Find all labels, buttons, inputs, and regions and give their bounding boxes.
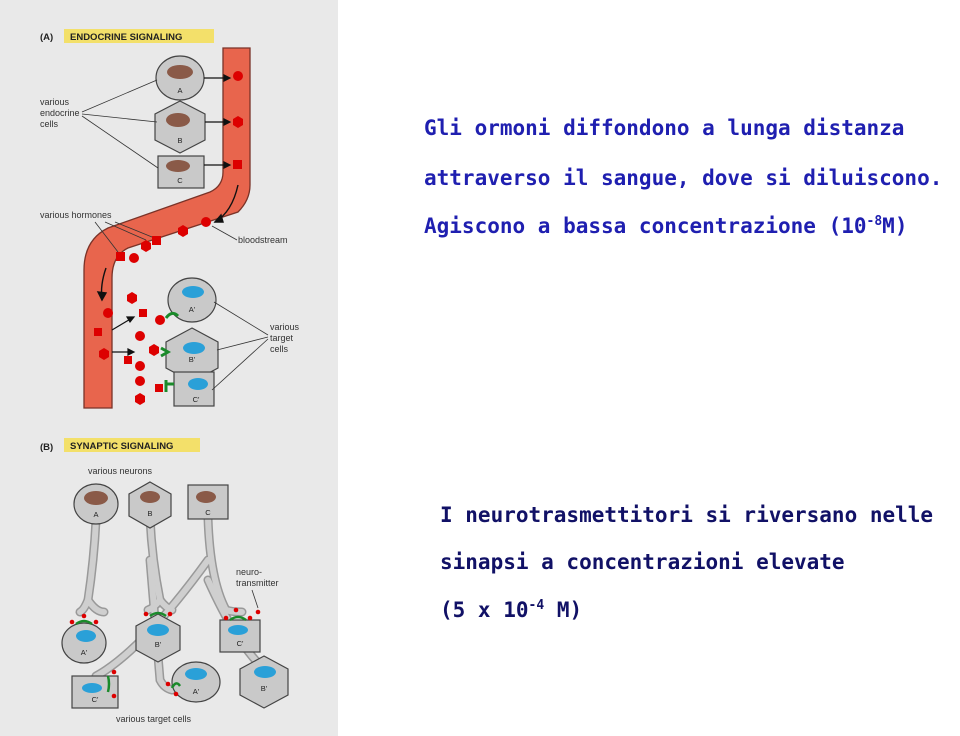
endocrine-cell-c: C [157, 155, 205, 189]
synaptic-text-line-3: (5 x 10-4 M) [440, 598, 582, 622]
label-various-hormones: various hormones [40, 210, 153, 253]
svg-text:C': C' [92, 695, 99, 704]
svg-text:B': B' [261, 684, 268, 693]
target-cell-a-prime: A' [164, 277, 217, 323]
svg-text:B: B [147, 509, 152, 518]
synaptic-target-b-prime-2: B' [239, 655, 289, 709]
target-cell-c-prime: C' [164, 371, 215, 407]
svg-text:cells: cells [270, 344, 289, 354]
endocrine-text-line-2: attraverso il sangue, dove si diluiscono… [424, 166, 943, 190]
svg-text:C': C' [237, 639, 244, 648]
svg-text:bloodstream: bloodstream [238, 235, 288, 245]
svg-text:transmitter: transmitter [236, 578, 279, 588]
endocrine-line3-unit: M) [882, 214, 908, 238]
svg-text:endocrine: endocrine [40, 108, 80, 118]
svg-text:A: A [177, 86, 182, 95]
flow-arrows [96, 184, 239, 302]
synaptic-target-a-prime: A' [61, 622, 107, 664]
endocrine-line3-exponent: -8 [866, 214, 883, 229]
panel-b-title-highlight [64, 438, 200, 452]
diffused-hormones [94, 292, 165, 405]
synaptic-target-a-prime-2: A' [171, 661, 221, 703]
synapse-receptors [75, 611, 247, 693]
endocrine-text-line-1: Gli ormoni diffondono a lunga distanza [424, 116, 905, 140]
svg-text:C: C [177, 176, 183, 185]
secretion-arrows [204, 74, 232, 169]
neuron-b: B [128, 481, 172, 529]
svg-text:neuro-: neuro- [236, 567, 262, 577]
panel-b-title: SYNAPTIC SIGNALING [70, 441, 173, 452]
target-cell-b-prime: B' [160, 327, 219, 383]
label-various-endocrine-cells: various endocrine cells [40, 79, 159, 169]
svg-text:cells: cells [40, 119, 59, 129]
svg-text:A: A [93, 510, 98, 519]
panel-b-caption: (B) SYNAPTIC SIGNALING [40, 438, 200, 453]
label-various-target-cells-a: various target cells [211, 301, 300, 391]
diffusion-arrows [111, 316, 136, 356]
neuron-c: C [187, 484, 229, 520]
synaptic-line3-unit: M) [544, 598, 583, 622]
signaling-diagram: (A) ENDOCRINE SIGNALING A B C [40, 29, 300, 724]
bloodstream-vessel [83, 47, 251, 409]
endocrine-line3-main: Agiscono a bassa concentrazione (10 [424, 214, 867, 238]
svg-text:B': B' [189, 355, 196, 364]
endocrine-cell-b: B [154, 100, 206, 154]
synaptic-target-b-prime: B' [135, 613, 181, 663]
neurotransmitter-dots [69, 607, 261, 699]
svg-text:C: C [205, 508, 211, 517]
svg-text:various: various [40, 97, 70, 107]
svg-text:B': B' [155, 640, 162, 649]
panel-b-letter: (B) [40, 442, 53, 453]
panel-a-letter: (A) [40, 32, 53, 43]
neuron-a: A [73, 483, 119, 525]
figure-panel: (A) ENDOCRINE SIGNALING A B C [0, 0, 338, 736]
svg-text:various hormones: various hormones [40, 210, 112, 220]
synaptic-line3-exponent: -4 [528, 598, 545, 613]
synaptic-target-c-prime-2: C' [71, 675, 119, 709]
panel-a-caption: (A) ENDOCRINE SIGNALING [40, 29, 214, 43]
svg-text:B: B [177, 136, 182, 145]
bloodstream-hormones [116, 71, 243, 263]
endocrine-cell-a: A [155, 55, 205, 101]
neuron-axons [75, 513, 265, 695]
synaptic-target-c-prime-1: C' [219, 619, 261, 653]
endocrine-text-line-3: Agiscono a bassa concentrazione (10-8M) [424, 214, 907, 238]
panel-a-title: ENDOCRINE SIGNALING [70, 32, 182, 43]
svg-text:A': A' [193, 687, 200, 696]
label-various-target-cells-b: various target cells [116, 714, 192, 724]
svg-text:A': A' [81, 648, 88, 657]
svg-text:C': C' [193, 395, 200, 404]
label-bloodstream: bloodstream [211, 225, 288, 245]
panel-a-title-highlight [64, 29, 214, 43]
synaptic-line3-main: (5 x 10 [440, 598, 529, 622]
label-various-neurons: various neurons [88, 466, 153, 476]
svg-text:target: target [270, 333, 294, 343]
label-neurotransmitter: neuro- transmitter [236, 567, 279, 609]
synaptic-text-line-2: sinapsi a concentrazioni elevate [440, 550, 845, 574]
synaptic-text-line-1: I neurotrasmettitori si riversano nelle [440, 503, 934, 527]
svg-text:various: various [270, 322, 300, 332]
svg-text:A': A' [189, 305, 196, 314]
